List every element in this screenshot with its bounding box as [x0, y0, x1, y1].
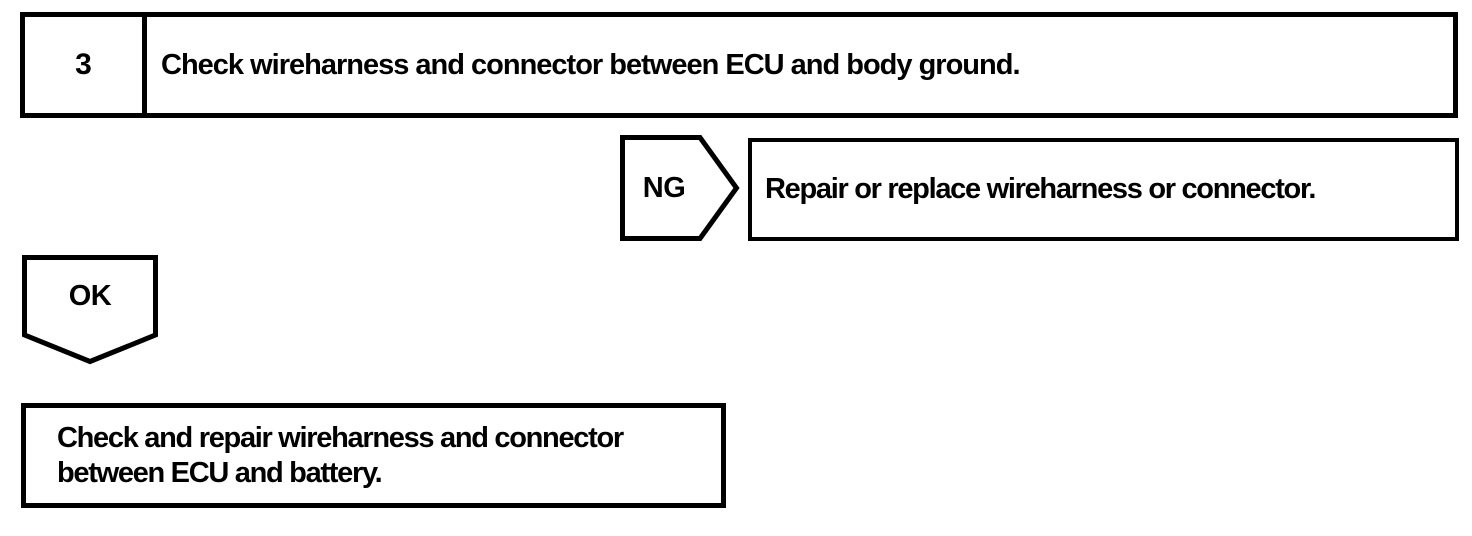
ok-connector: OK — [22, 255, 158, 365]
step-number: 3 — [75, 48, 92, 81]
ok-arrow-icon — [22, 255, 158, 365]
ng-action-box: Repair or replace wireharness or connect… — [748, 138, 1459, 241]
ok-action-line-2: between ECU and battery. — [57, 456, 383, 489]
ok-action-box: Check and repair wireharness and connect… — [21, 403, 726, 508]
ok-action-line-1: Check and repair wireharness and connect… — [57, 421, 624, 454]
ok-label: OK — [68, 279, 112, 312]
ok-arrow-shape — [22, 255, 158, 365]
ng-arrow-shape — [620, 135, 740, 241]
step-number-cell: 3 — [25, 17, 147, 113]
step-instruction-text: Check wireharness and connector between … — [161, 48, 1021, 81]
ng-label: NG — [642, 171, 686, 204]
ng-action-text: Repair or replace wireharness or connect… — [765, 173, 1316, 205]
step-box: 3 Check wireharness and connector betwee… — [20, 12, 1458, 118]
ng-connector: NG — [620, 135, 740, 241]
ng-arrow-icon — [620, 135, 740, 241]
